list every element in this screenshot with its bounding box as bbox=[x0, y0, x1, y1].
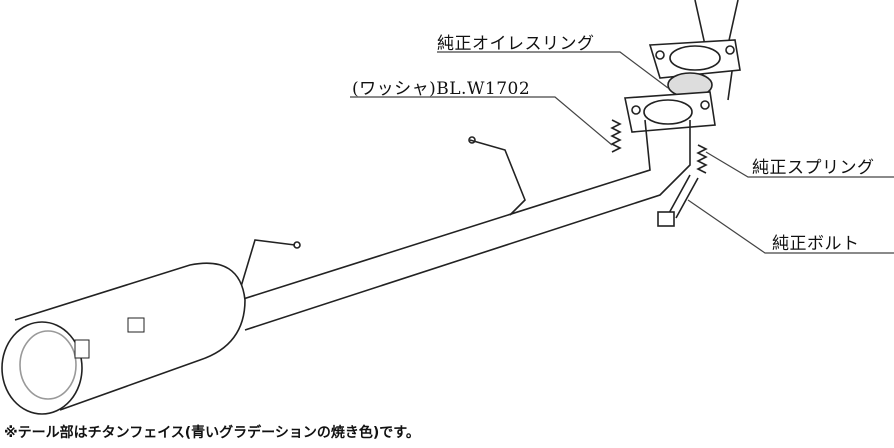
bolt bbox=[657, 174, 699, 227]
label-spring: 純正スプリング bbox=[752, 158, 875, 178]
label-oiles-ring: 純正オイレスリング bbox=[437, 34, 595, 54]
label-washer: (ワッシャ)BL.W1702 bbox=[352, 79, 531, 99]
muffler bbox=[1, 262, 246, 415]
lower-flange bbox=[624, 91, 716, 133]
footnote: ※テール部はチタンフェイス(青いグラデーションの焼き色)です。 bbox=[4, 425, 420, 441]
leader-lines bbox=[350, 51, 894, 254]
upper-flange bbox=[648, 39, 741, 79]
main-pipe bbox=[239, 119, 691, 331]
spring bbox=[610, 119, 708, 174]
label-bolt: 純正ボルト bbox=[772, 234, 860, 254]
hanger bbox=[204, 136, 526, 301]
